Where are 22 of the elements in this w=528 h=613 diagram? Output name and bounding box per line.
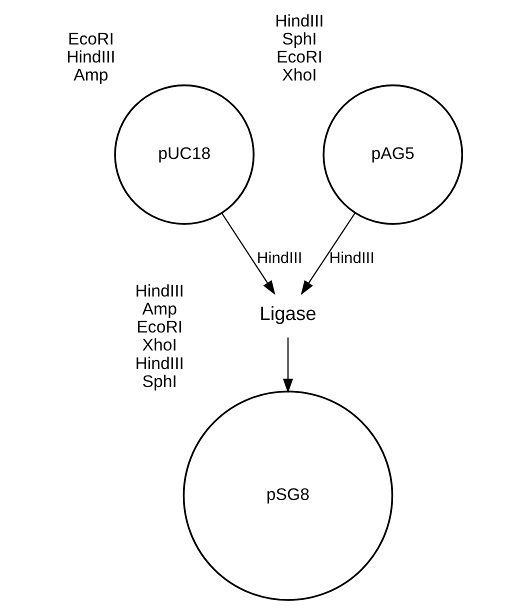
node-label: SphI: [142, 372, 176, 391]
node-circle: pSG8: [182, 390, 393, 601]
edge-label: HindIII: [256, 250, 302, 267]
node-label: EcoRI: [67, 30, 114, 49]
node-label: HindIII: [134, 281, 184, 300]
arrow: [220, 212, 275, 296]
node-label: SphI: [282, 30, 316, 49]
node-label: HindIII: [134, 354, 184, 373]
node-label: HindIII: [274, 11, 324, 30]
node-label: EcoRI: [276, 48, 322, 67]
arrow: [282, 338, 293, 394]
node-label: Amp: [142, 300, 176, 319]
node-label: XhoI: [142, 336, 176, 355]
node-label: EcoRI: [136, 318, 182, 337]
node-circle: pUC18: [114, 84, 254, 225]
node-label: HindIII: [66, 48, 115, 67]
node-circle: pAG5: [322, 84, 463, 225]
node-text: Ligase: [259, 304, 316, 326]
node-label: XhoI: [282, 66, 316, 85]
edge-label: HindIII: [328, 250, 374, 267]
arrow: [300, 212, 356, 296]
node-label: Amp: [73, 66, 108, 85]
